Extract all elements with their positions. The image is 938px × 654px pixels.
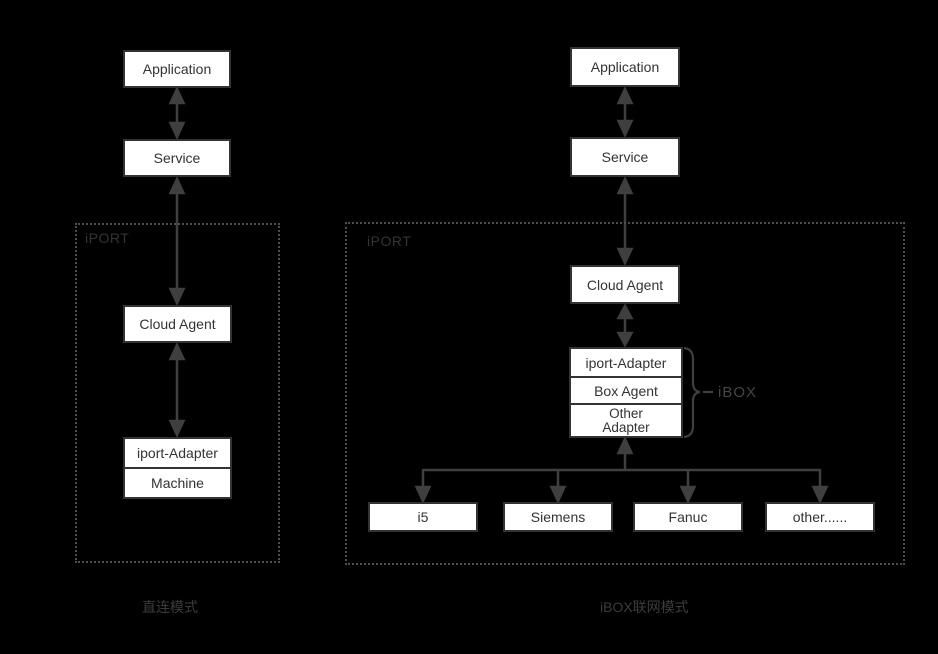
node-cloud-agent-ibox: Cloud Agent [570, 265, 680, 304]
iport-label-direct: iPORT [85, 230, 130, 246]
stack-adapter-machine: iport-Adapter Machine [123, 437, 232, 499]
node-cloud-agent-direct: Cloud Agent [123, 305, 232, 343]
caption-ibox-mode: iBOX联网模式 [600, 599, 689, 615]
node-fanuc: Fanuc [633, 502, 743, 532]
node-other-adapter: Other Adapter [571, 403, 681, 436]
arrow-left-app-service [168, 86, 186, 140]
iport-label-ibox: iPORT [367, 233, 412, 249]
node-other: other...... [765, 502, 875, 532]
node-service-direct: Service [123, 139, 231, 177]
node-machine: Machine [125, 467, 230, 497]
node-iport-adapter-direct: iport-Adapter [137, 445, 218, 461]
node-siemens: Siemens [503, 502, 613, 532]
node-box-agent: Box Agent [571, 376, 681, 403]
iport-container-ibox [345, 222, 905, 565]
node-application-ibox: Application [570, 47, 680, 87]
node-i5: i5 [368, 502, 478, 532]
ibox-label: iBOX [718, 384, 758, 401]
stack-ibox: iport-Adapter Box Agent Other Adapter [569, 347, 683, 438]
arrow-right-app-service [616, 86, 634, 138]
node-iport-adapter-ibox: iport-Adapter [585, 354, 667, 371]
caption-direct-mode: 直连模式 [142, 599, 198, 615]
iport-container-direct [75, 223, 280, 563]
node-application-direct: Application [123, 50, 231, 88]
node-service-ibox: Service [570, 137, 680, 177]
